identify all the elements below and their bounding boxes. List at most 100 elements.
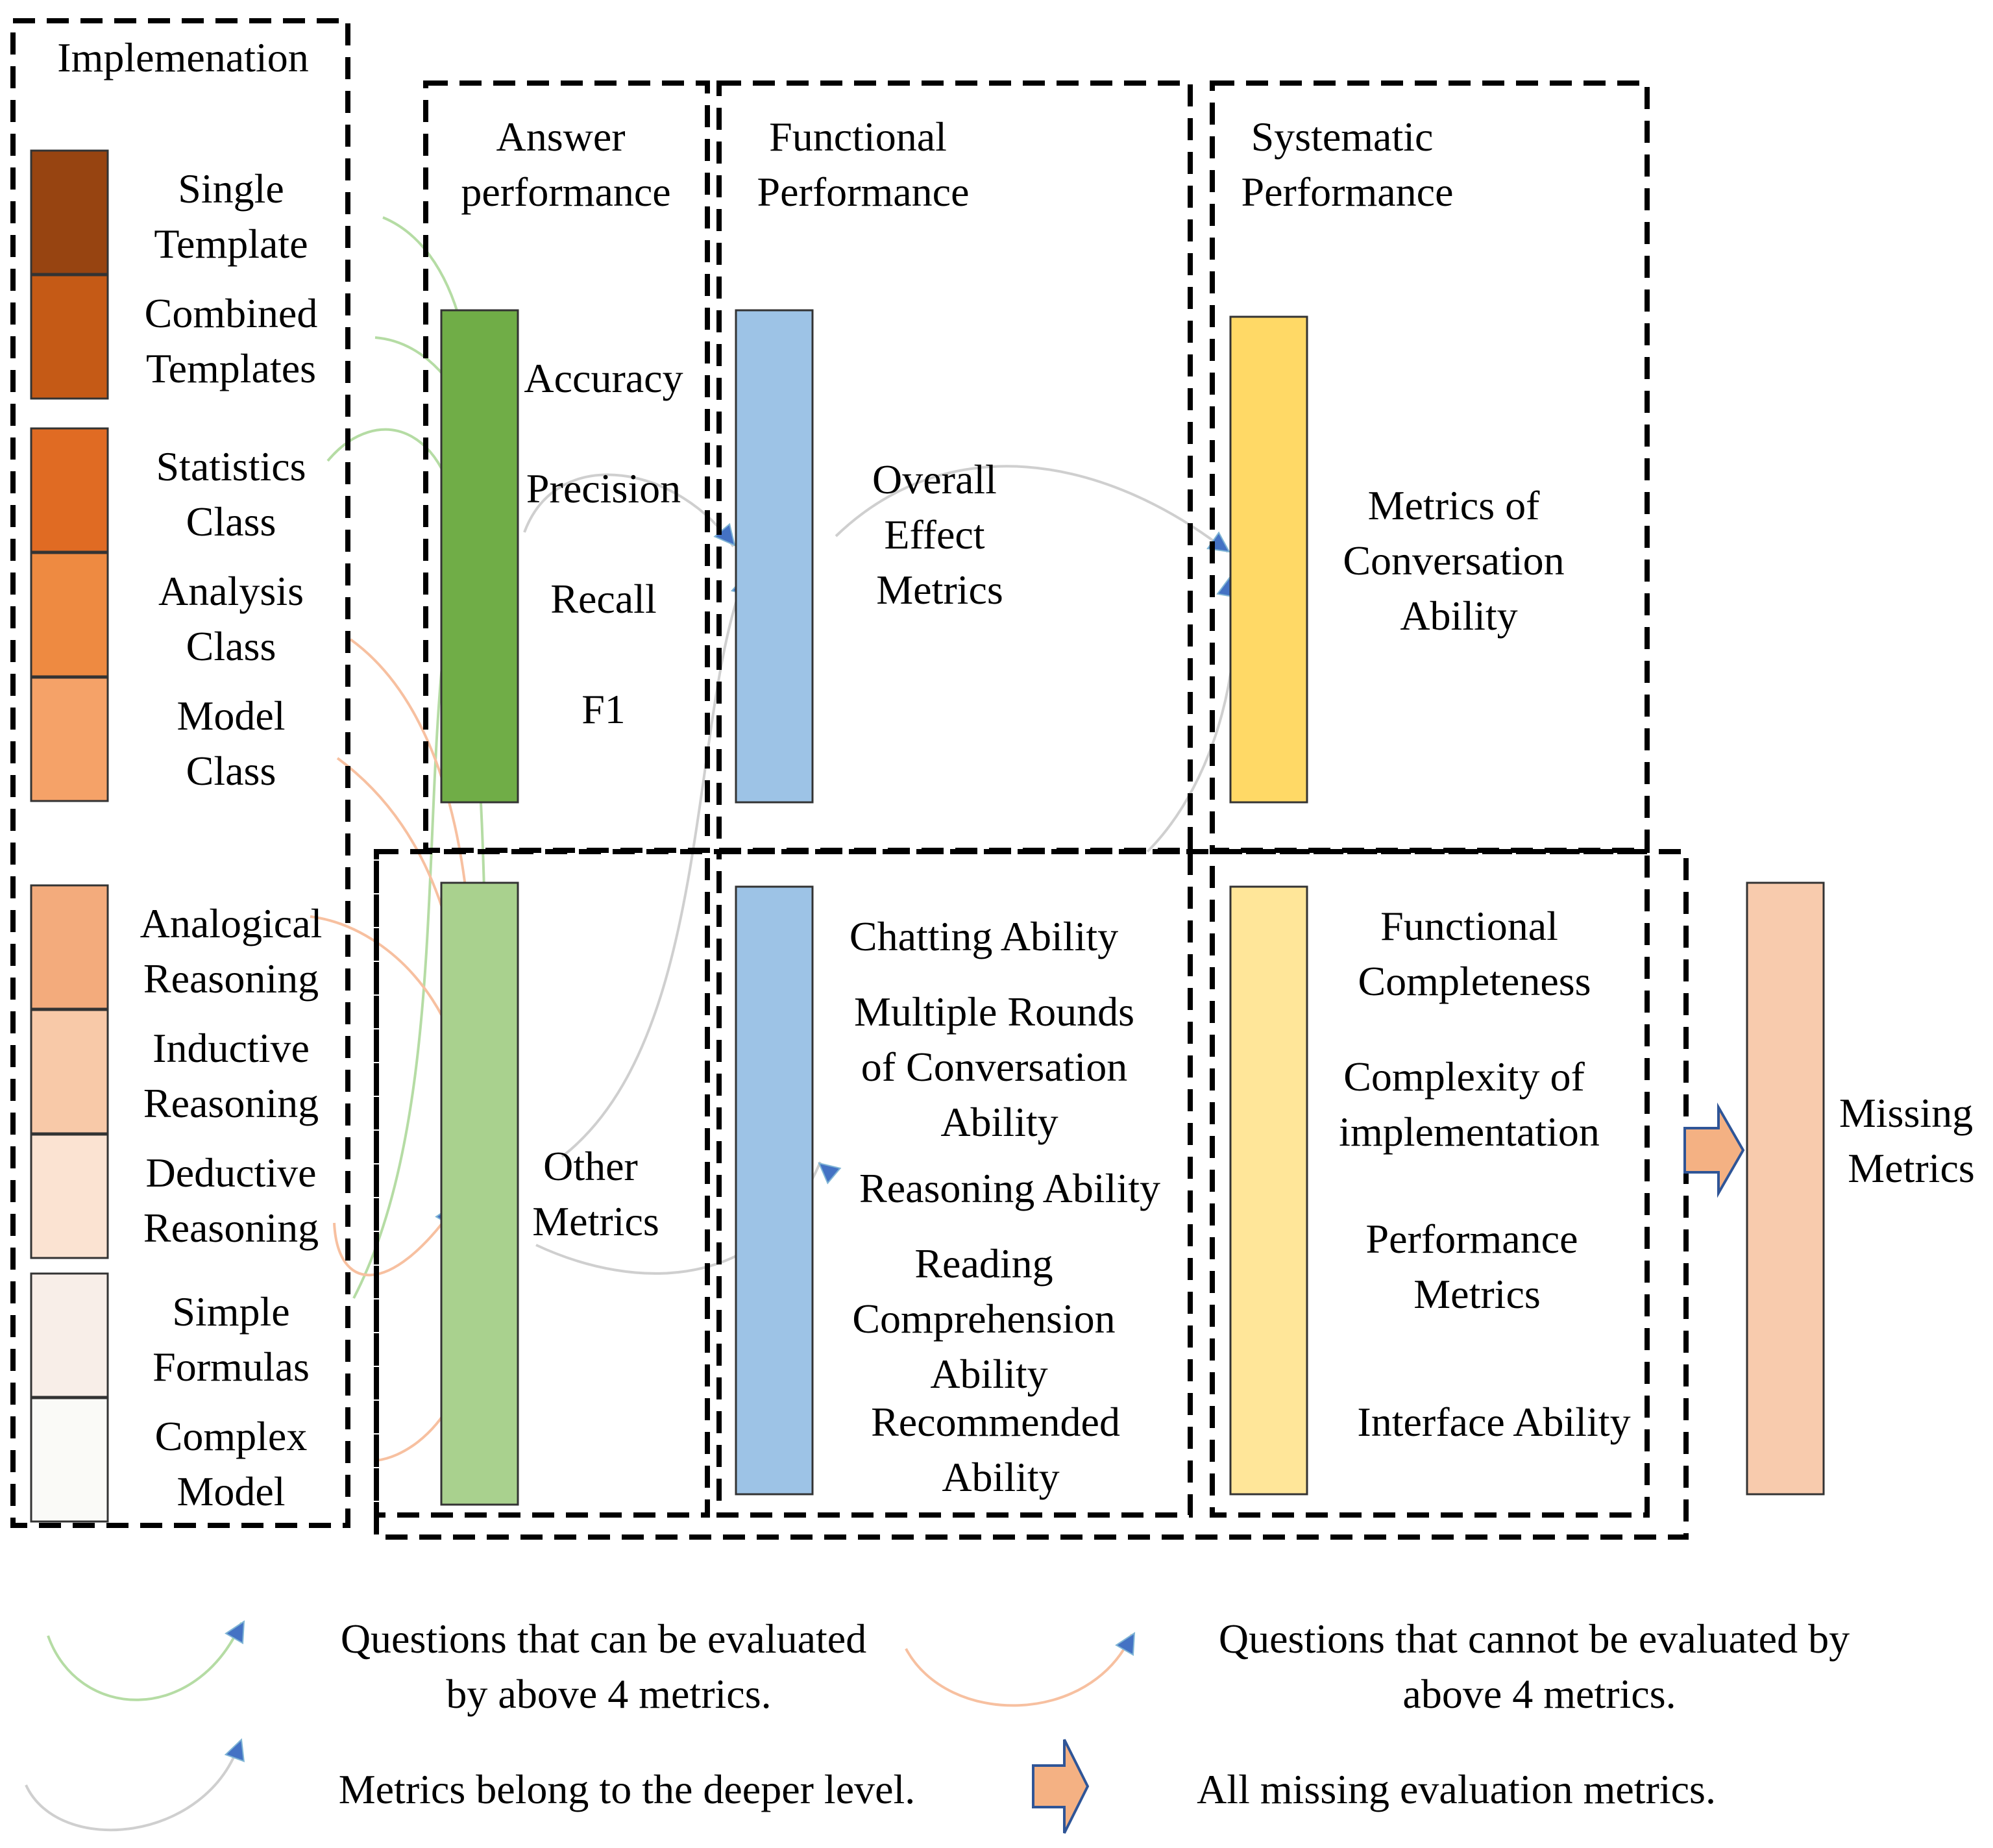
other-metrics-label: Other Metrics xyxy=(532,1143,659,1244)
answer-performance-title: Answer performance xyxy=(461,114,670,215)
ability-line: Recommended xyxy=(871,1399,1120,1445)
answer-performance-title-line: performance xyxy=(461,169,670,215)
ability-line: Comprehension xyxy=(852,1296,1115,1342)
implementation-label-line: Analogical xyxy=(140,900,323,946)
legend: Questions that can be evaluated by above… xyxy=(25,1616,1860,1834)
conversation-ability-line: Ability xyxy=(1400,593,1517,639)
legend-green-arrowhead xyxy=(225,1620,245,1645)
systematic-performance-title: Systematic Performance xyxy=(1241,114,1454,215)
functional-performance-panel: Functional Performance Overall Effect Me… xyxy=(716,80,1193,853)
overall-effect-line: Overall xyxy=(872,456,997,502)
systematic-item-line: implementation xyxy=(1339,1109,1600,1155)
missing-metrics-label: Missing Metrics xyxy=(1839,1090,1983,1191)
systematic-item-line: Performance xyxy=(1366,1216,1578,1262)
orange-connector-curve xyxy=(333,1206,456,1277)
implementation-swatch xyxy=(30,1272,109,1398)
implementation-swatch xyxy=(30,1397,109,1523)
systematic-items-bar xyxy=(1229,885,1308,1496)
legend-green-text: Questions that can be evaluated by above… xyxy=(341,1616,877,1717)
answer-metric-recall: Recall xyxy=(550,576,656,622)
implementation-label-line: Single xyxy=(178,166,284,212)
implementation-label-line: Deductive xyxy=(146,1150,317,1196)
ability-line: Multiple Rounds xyxy=(854,989,1134,1035)
item-functional-completeness: Functional Completeness xyxy=(1358,903,1591,1004)
ability-line: of Conversation xyxy=(861,1044,1128,1090)
ability-multiple-rounds: Multiple Rounds of Conversation Ability xyxy=(854,989,1145,1145)
legend-gray-line: Metrics belong to the deeper level. xyxy=(339,1766,916,1812)
gray-arrowhead xyxy=(713,523,736,547)
implementation-label-line: Formulas xyxy=(153,1344,310,1390)
implementation-label-line: Class xyxy=(186,623,276,669)
overall-effect-metrics-label: Overall Effect Metrics xyxy=(872,456,1007,613)
implementation-label-line: Inductive xyxy=(153,1025,310,1071)
systematic-performance-bar xyxy=(1229,315,1308,804)
legend-curves xyxy=(25,1620,1136,1832)
other-metrics-line: Metrics xyxy=(532,1198,659,1244)
functional-performance-bar xyxy=(735,309,814,804)
implementation-label-line: Class xyxy=(186,748,276,794)
legend-green-line: Questions that can be evaluated xyxy=(341,1616,866,1662)
other-metrics-line: Other xyxy=(543,1143,638,1189)
answer-performance-panel: Answer performance Accuracy Precision Re… xyxy=(423,80,710,853)
implementation-label-line: Reasoning xyxy=(143,955,319,1002)
legend-orange-curve xyxy=(905,1634,1133,1707)
implementation-swatch xyxy=(30,1133,109,1259)
overall-effect-line: Metrics xyxy=(876,567,1003,613)
implementation-label-line: Statistics xyxy=(156,443,306,489)
implementation-swatch xyxy=(30,676,109,802)
systematic-item-line: Interface Ability xyxy=(1357,1399,1630,1445)
implementation-swatch xyxy=(30,149,109,275)
missing-arrow-icon xyxy=(1683,1102,1745,1198)
legend-gray-arrowhead xyxy=(224,1738,245,1762)
missing-scope-frame xyxy=(374,849,1689,1540)
ability-chatting: Chatting Ability xyxy=(850,913,1118,959)
systematic-item-line: Completeness xyxy=(1358,958,1591,1004)
gray-connector-curve xyxy=(561,572,748,1158)
lower-row: Other Metrics Chatting Ability Multiple … xyxy=(374,849,1689,1540)
implementation-title: Implemenation xyxy=(57,34,308,80)
missing-metrics-line: Missing xyxy=(1839,1090,1973,1136)
missing-metrics-line: Metrics xyxy=(1848,1145,1975,1191)
gray-connector-curve xyxy=(835,465,1229,553)
systematic-performance-title-line: Systematic xyxy=(1251,114,1434,160)
implementation-label-line: Model xyxy=(177,693,285,739)
ability-line: Reasoning Ability xyxy=(859,1165,1160,1211)
functional-performance-frame xyxy=(716,80,1193,853)
implementation-swatch xyxy=(30,552,109,678)
ability-line: Reading xyxy=(914,1240,1053,1287)
legend-orange-text: Questions that cannot be evaluated by ab… xyxy=(1219,1616,1860,1717)
implementation-label-line: Analysis xyxy=(158,568,304,614)
conversation-ability-label: Metrics of Conversation Ability xyxy=(1343,482,1574,639)
gray-arrowhead xyxy=(818,1162,842,1185)
overall-effect-line: Effect xyxy=(884,511,984,558)
implementation-label-line: Combined xyxy=(145,290,318,336)
implementation-label-line: Reasoning xyxy=(143,1205,319,1251)
functional-performance-title-line: Performance xyxy=(757,169,970,215)
systematic-performance-title-line: Performance xyxy=(1241,169,1454,215)
implementation-swatch xyxy=(30,1009,109,1135)
systematic-performance-panel: Systematic Performance Metrics of Conver… xyxy=(1210,80,1650,853)
legend-arrow-text: All missing evaluation metrics. xyxy=(1197,1766,1716,1812)
legend-orange-line: above 4 metrics. xyxy=(1402,1671,1676,1717)
implementation-label-line: Template xyxy=(154,221,308,267)
answer-metric-f1: F1 xyxy=(581,686,626,732)
functional-performance-title-line: Functional xyxy=(769,114,947,160)
missing-metrics-bar xyxy=(1746,881,1825,1496)
legend-orange-line: Questions that cannot be evaluated by xyxy=(1219,1616,1850,1662)
implementation-label-line: Reasoning xyxy=(143,1080,319,1126)
implementation-label-line: Complex xyxy=(155,1413,308,1459)
implementation-label-line: Simple xyxy=(172,1288,289,1335)
systematic-item-line: Complexity of xyxy=(1343,1053,1585,1100)
legend-green-curve xyxy=(47,1622,243,1701)
systematic-item-line: Functional xyxy=(1380,903,1558,949)
missing-metrics-panel: Missing Metrics xyxy=(1683,881,1983,1496)
